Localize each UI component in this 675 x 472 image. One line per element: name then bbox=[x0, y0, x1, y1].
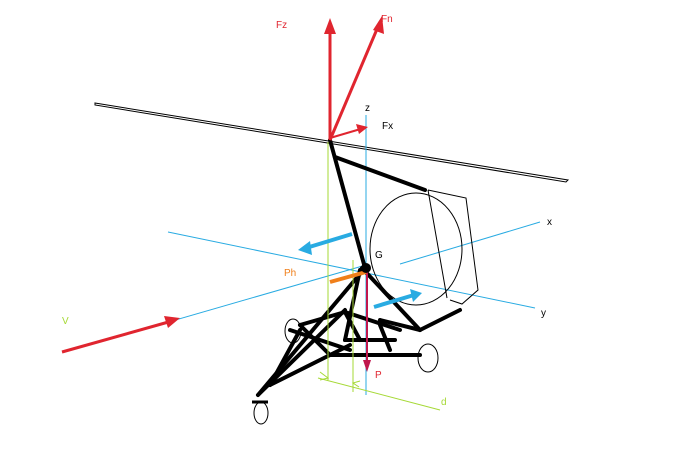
x-axis bbox=[399, 221, 541, 265]
fn-label: Fn bbox=[381, 14, 393, 25]
blue-arrows bbox=[298, 232, 422, 309]
force-arrows bbox=[61, 16, 384, 354]
d-arrow-left bbox=[319, 371, 330, 381]
z-label: z bbox=[365, 103, 370, 114]
rotor-blade bbox=[94, 102, 570, 183]
fx-label: Fx bbox=[382, 121, 393, 132]
cabin bbox=[369, 189, 479, 306]
ph-arrow bbox=[329, 270, 367, 284]
g-label: G bbox=[375, 250, 383, 261]
measurement-lines bbox=[317, 142, 441, 411]
fz-label: Fz bbox=[276, 20, 287, 31]
front-wheel bbox=[253, 401, 269, 425]
cabin-bubble bbox=[369, 192, 463, 306]
x-label: x bbox=[547, 217, 552, 228]
cg-marker bbox=[361, 263, 371, 273]
airframe bbox=[256, 138, 462, 397]
fz-arrowhead bbox=[324, 18, 336, 34]
weight-arrow bbox=[363, 270, 371, 372]
p-label: P bbox=[375, 370, 382, 381]
ph-label: Ph bbox=[284, 268, 296, 279]
v-label: V bbox=[62, 316, 69, 327]
rear-right-wheel bbox=[417, 343, 439, 373]
fn-arrow bbox=[328, 21, 382, 141]
d-arrow-right bbox=[351, 380, 361, 388]
d-label: d bbox=[441, 397, 447, 408]
cabin-frame bbox=[427, 189, 479, 305]
v-arrowhead bbox=[164, 316, 180, 328]
fx-arrowhead bbox=[356, 124, 368, 134]
fn-arrowhead bbox=[373, 16, 384, 34]
v-arrow bbox=[61, 319, 173, 354]
y-axis bbox=[167, 231, 536, 309]
wheels bbox=[252, 318, 439, 425]
rear-left-wheel bbox=[284, 318, 302, 344]
labels: Fz Fn z Fx x G Ph y V P d bbox=[62, 14, 552, 408]
distance-d-line bbox=[317, 377, 441, 411]
y-label: y bbox=[541, 308, 546, 319]
